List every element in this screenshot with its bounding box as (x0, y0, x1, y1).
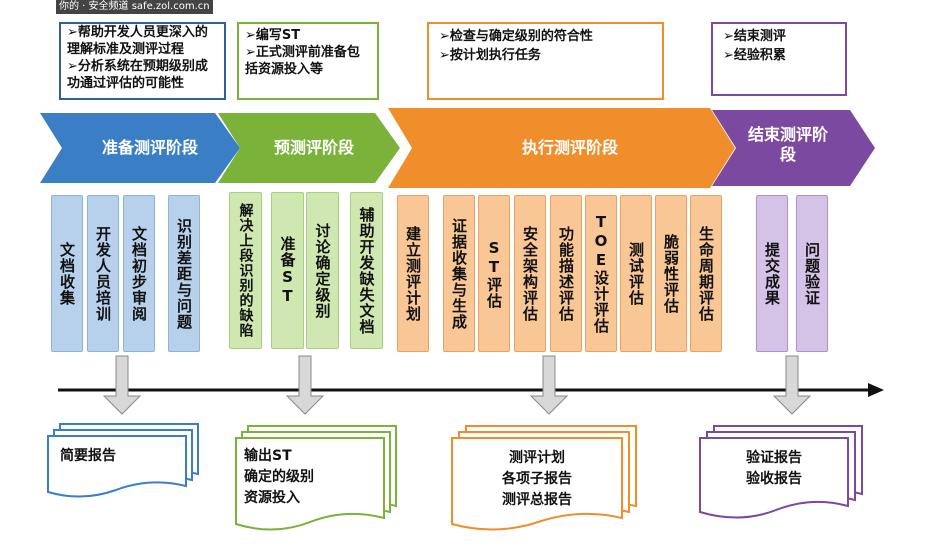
note-exec-line-2: ➢按计划执行任务 (439, 48, 541, 63)
note-exec-line-1: ➢检查与确定级别的符合性 (439, 29, 593, 44)
note-pre-line-2: ➢正式测评前准备包括资源投入等 (245, 45, 360, 77)
output-pre-line-1: 输出ST (244, 448, 292, 464)
activity-exec-1: 建立测评计划 (397, 195, 429, 352)
note-prep-line-1: ➢帮助开发人员更深入的理解标准及测评过程 (67, 25, 208, 57)
output-exec-line-1: 测评计划 (509, 450, 565, 466)
down-arrow-exec (529, 355, 569, 415)
output-pre-line-3: 资源投入 (244, 490, 300, 506)
activity-exec-5: 功能描述评估 (550, 195, 582, 352)
stage-label-exec: 执行测评阶段 (521, 138, 618, 157)
activity-exec-8: 脆弱性评估 (655, 195, 687, 352)
stage-arrow-prep (40, 113, 240, 183)
output-pre-line-2: 确定的级别 (244, 469, 314, 485)
output-end-line-2: 验收报告 (746, 471, 802, 487)
stage-arrow-end (712, 110, 875, 186)
activity-exec-7: 测试评估 (620, 195, 652, 352)
doc-stack-end (699, 425, 863, 519)
activity-prep-1: 文档收集 (51, 195, 83, 352)
stage-label-pre: 预测评阶段 (273, 138, 354, 157)
note-box-pre: ➢编写ST ➢正式测评前准备包括资源投入等 (237, 22, 379, 100)
activity-exec-9: 生命周期评估 (690, 195, 722, 352)
output-exec-line-2: 各项子报告 (502, 471, 572, 487)
down-arrow-pre (285, 355, 325, 415)
note-end-line-1: ➢结束测评 (723, 29, 786, 44)
activity-pre-1: 解决上段识别的缺陷 (229, 192, 262, 349)
doc-stack-pre (235, 425, 397, 531)
activity-pre-3: 讨论确定级别 (306, 192, 339, 349)
note-box-end: ➢结束测评 ➢经验积累 (711, 22, 847, 96)
stage-arrow-pre (218, 113, 400, 183)
note-box-prep: ➢帮助开发人员更深入的理解标准及测评过程 ➢分析系统在预期级别成功通过评估的可能… (59, 22, 226, 100)
activity-prep-4: 识别差距与问题 (168, 195, 200, 352)
note-end-line-2: ➢经验积累 (723, 48, 786, 63)
activity-exec-4: 安全架构评估 (514, 195, 546, 352)
output-prep-line-1: 简要报告 (60, 448, 116, 464)
output-prep: 简要报告 (60, 446, 116, 467)
note-prep-line-2: ➢分析系统在预期级别成功通过评估的可能性 (67, 59, 208, 91)
watermark: 你的 · 安全频道 safe.zol.com.cn (56, 0, 213, 14)
output-exec: 测评计划 各项子报告 测评总报告 (452, 448, 622, 511)
output-exec-line-3: 测评总报告 (502, 492, 572, 508)
note-pre-line-1: ➢编写ST (245, 28, 301, 43)
stage-label-prep: 准备测评阶段 (101, 138, 198, 157)
activity-prep-3: 文档初步审阅 (123, 195, 155, 352)
output-pre: 输出ST 确定的级别 资源投入 (244, 446, 314, 509)
stage-label-end: 结束测评阶段 (748, 125, 829, 164)
down-arrow-prep (102, 355, 142, 415)
note-box-exec: ➢检查与确定级别的符合性 ➢按计划执行任务 (427, 22, 664, 100)
activity-end-1: 提交成果 (756, 195, 788, 352)
activity-exec-2: 证据收集与生成 (443, 195, 475, 352)
down-arrow-end (772, 355, 812, 415)
doc-stack-exec (451, 425, 637, 531)
activity-exec-3: ST评估 (478, 195, 510, 352)
output-end-line-1: 验证报告 (746, 450, 802, 466)
output-end: 验证报告 验收报告 (700, 448, 848, 490)
activity-end-2: 问题验证 (796, 195, 828, 352)
doc-stack-prep (47, 423, 199, 498)
timeline-arrowhead (868, 383, 884, 397)
activity-prep-2: 开发人员培训 (87, 195, 119, 352)
activity-pre-2: 准备ST (271, 192, 304, 349)
stage-arrow-exec (388, 108, 735, 188)
activity-exec-6: TOE设计评估 (585, 195, 617, 352)
activity-pre-4: 辅助开发缺失文档 (350, 192, 383, 349)
